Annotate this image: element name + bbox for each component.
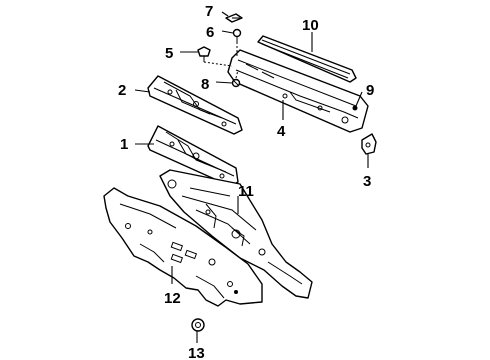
callout-4: 4 — [277, 123, 286, 140]
callout-3: 3 — [363, 173, 371, 190]
callout-10: 10 — [302, 17, 319, 34]
callout-5: 5 — [165, 45, 173, 62]
part-13-plug — [191, 318, 205, 332]
part-10-cowl-seal — [257, 35, 357, 83]
callout-1: 1 — [120, 136, 128, 153]
callout-labels: 7 10 6 5 8 2 9 4 1 3 11 12 13 — [118, 3, 374, 360]
part-6-fastener — [232, 28, 242, 42]
callout-13: 13 — [188, 345, 205, 360]
callout-6: 6 — [206, 24, 214, 41]
callout-7: 7 — [205, 3, 213, 20]
callout-11: 11 — [238, 183, 254, 200]
part-5-grommet — [197, 46, 211, 62]
callout-2: 2 — [118, 82, 126, 99]
part-2-upper-cowl-panel — [147, 75, 243, 135]
part-9-cowl-top-panel — [227, 49, 369, 133]
part-11-dash-panel — [159, 169, 313, 299]
part-1-lower-cowl-panel — [147, 125, 239, 187]
callout-12: 12 — [164, 290, 181, 307]
part-12-dash-insulator — [103, 187, 263, 307]
callout-8: 8 — [201, 76, 209, 93]
part-3-bracket — [361, 133, 377, 155]
part-8-bolt — [231, 78, 241, 88]
callout-9: 9 — [366, 82, 374, 99]
leader-lines — [134, 11, 369, 343]
